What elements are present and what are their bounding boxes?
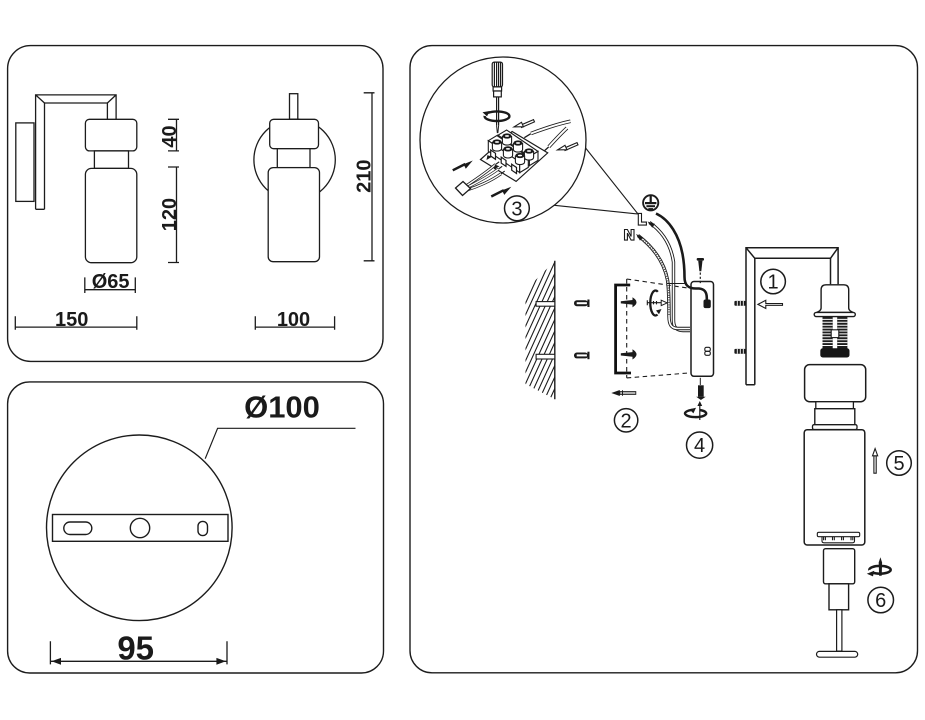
svg-text:1: 1 <box>768 272 779 294</box>
svg-text:3: 3 <box>511 198 522 220</box>
svg-text:95: 95 <box>117 630 154 667</box>
svg-text:5: 5 <box>893 453 904 475</box>
svg-text:210: 210 <box>354 160 376 193</box>
svg-text:Ø65: Ø65 <box>92 271 130 293</box>
svg-text:100: 100 <box>277 309 310 331</box>
svg-text:4: 4 <box>694 435 705 457</box>
svg-text:Ø100: Ø100 <box>244 390 320 425</box>
svg-text:150: 150 <box>55 309 88 331</box>
svg-text:120: 120 <box>159 198 181 231</box>
svg-text:6: 6 <box>875 590 886 612</box>
svg-text:2: 2 <box>621 410 632 432</box>
svg-text:40: 40 <box>159 125 181 147</box>
